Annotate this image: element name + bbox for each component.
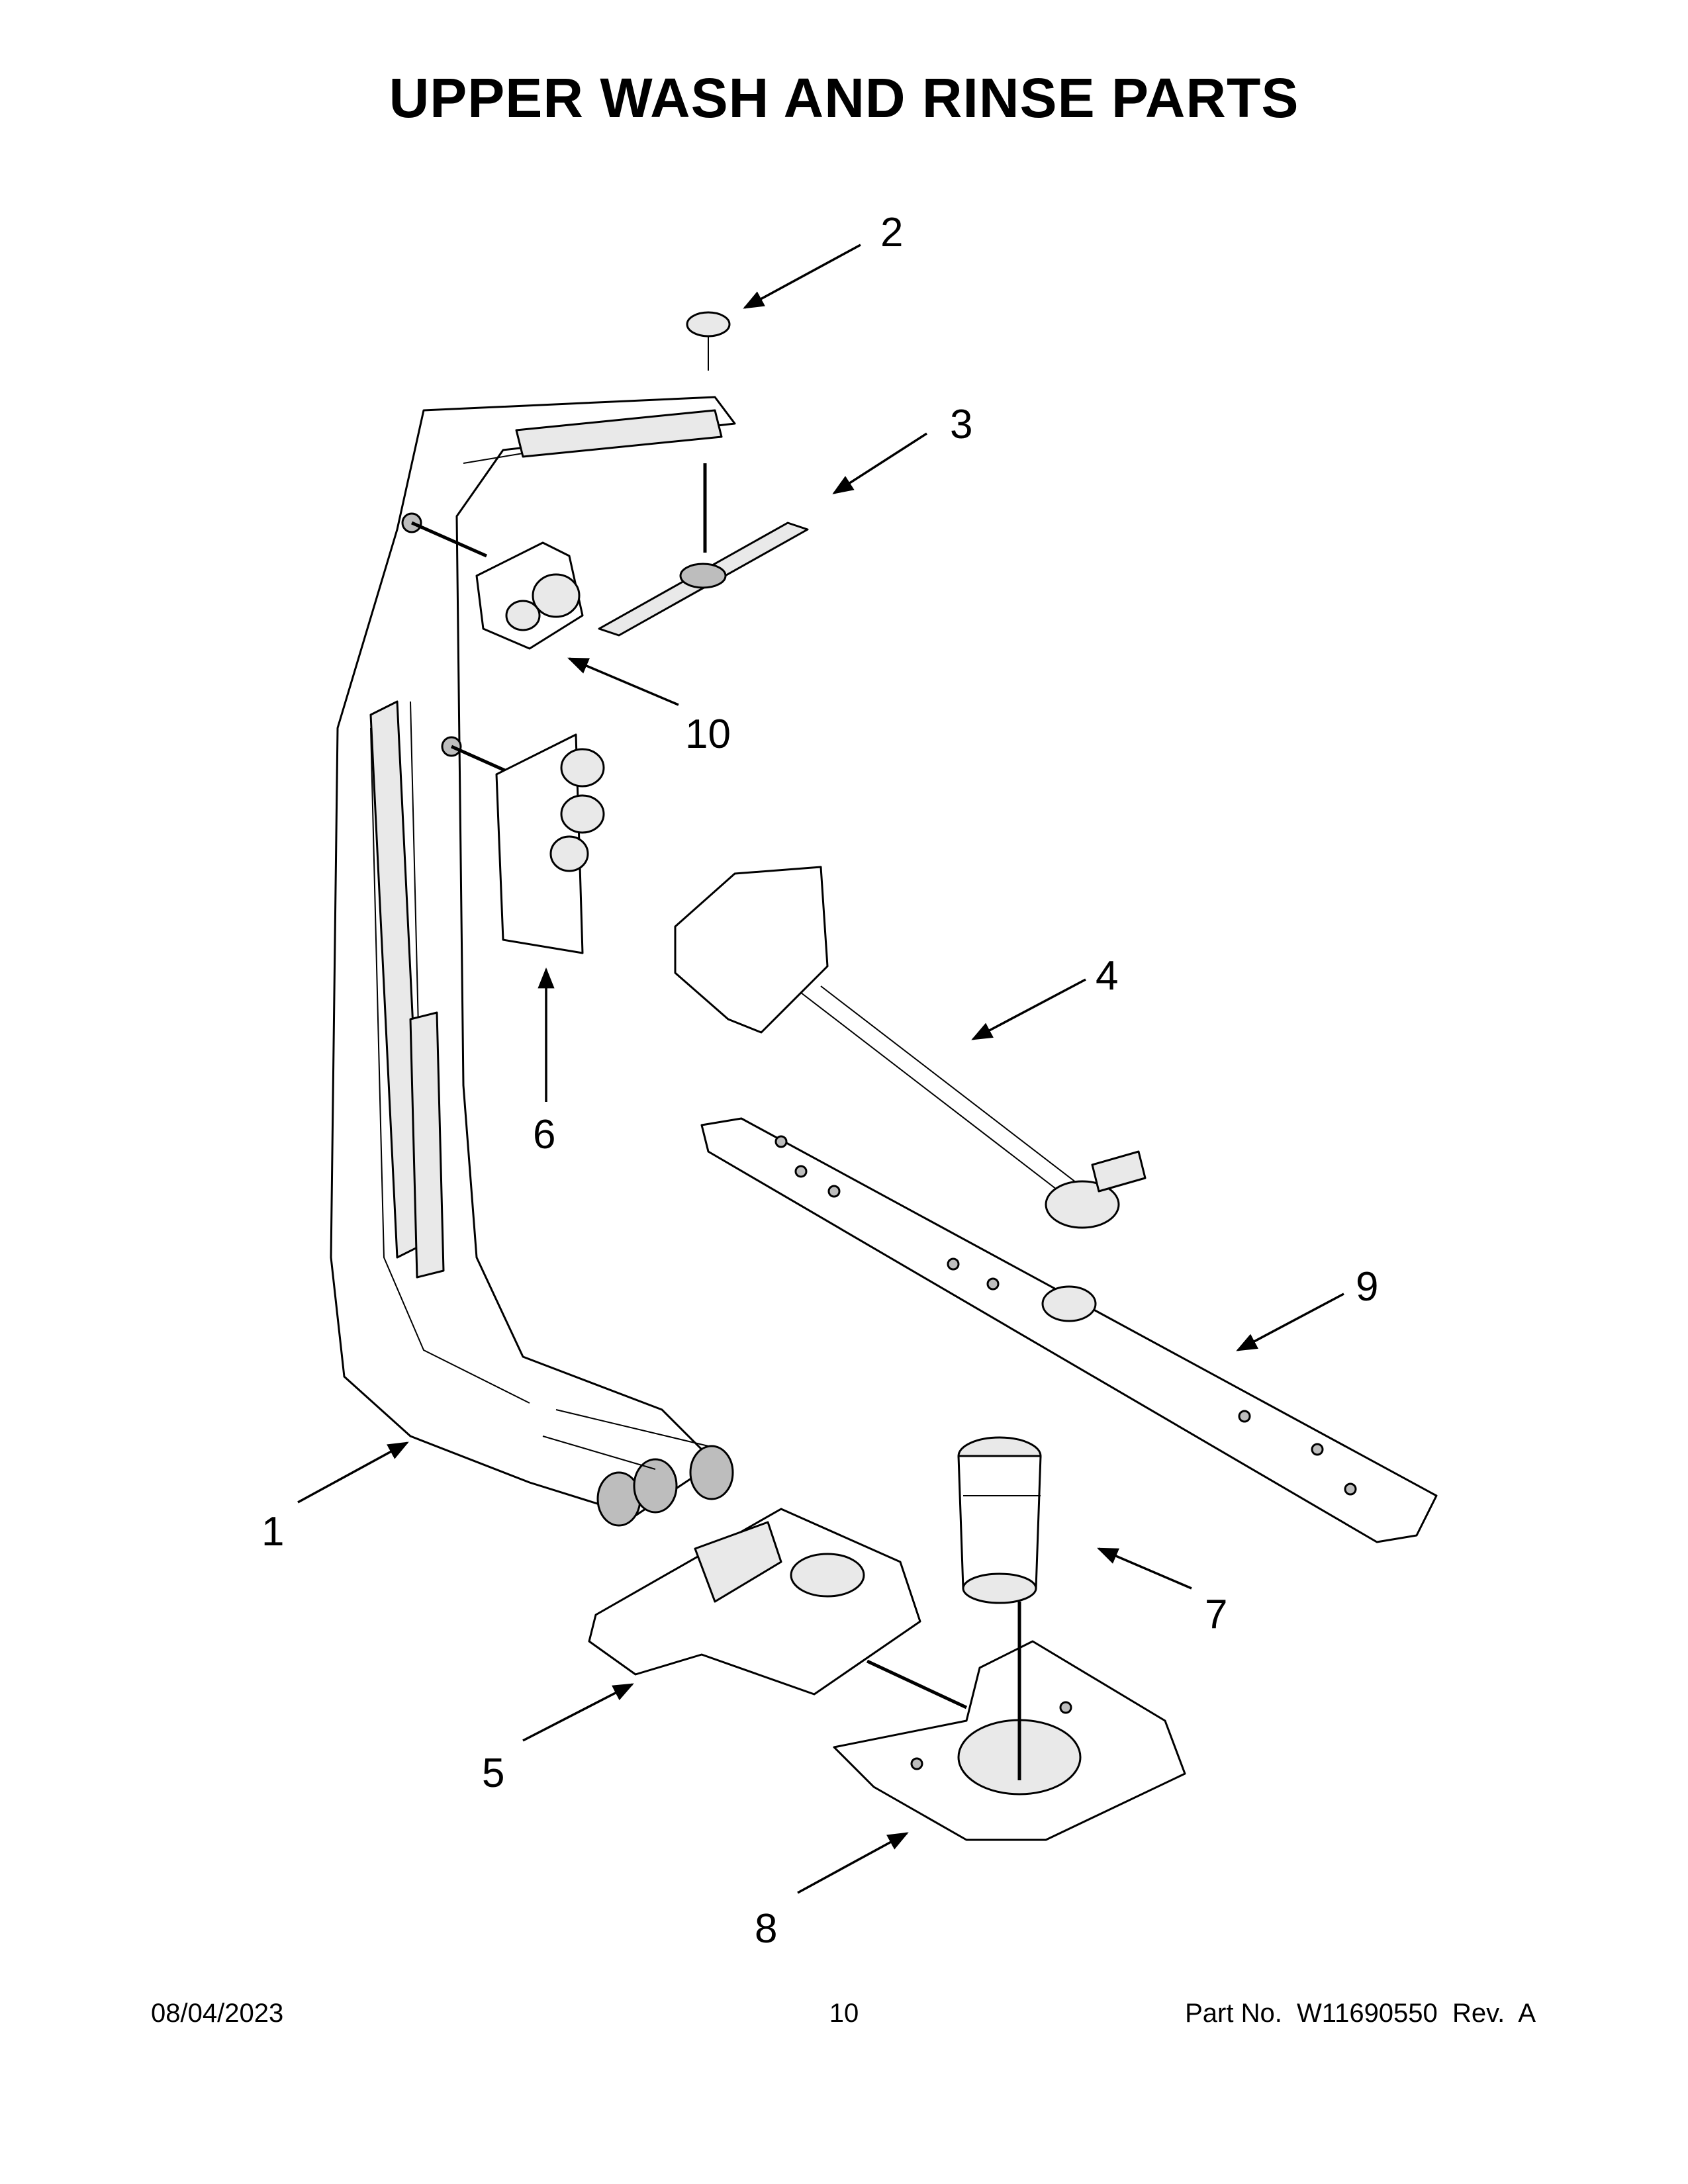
callout-3: 3 <box>950 402 972 447</box>
leader-8 <box>797 1832 909 1894</box>
part-9-lower-spray-arm <box>700 1117 1438 1543</box>
page-title: UPPER WASH AND RINSE PARTS <box>389 67 1299 129</box>
callout-4: 4 <box>1096 953 1118 999</box>
part-3-upper-spray-arm <box>598 463 809 637</box>
part-5-sump-assembly <box>588 1508 968 1709</box>
part-4-conduit <box>674 866 1147 1229</box>
leader-arrows <box>297 244 1344 1894</box>
part-7-filter <box>957 1436 1042 1604</box>
footer-page-number: 10 <box>829 1999 859 2028</box>
leader-2 <box>743 244 861 309</box>
part-1-nozzles <box>542 1409 734 1527</box>
leader-5 <box>522 1683 634 1742</box>
leader-10 <box>567 657 679 706</box>
part-6-valve-assembly <box>450 733 605 954</box>
leader-4 <box>971 978 1086 1040</box>
footer-date: 08/04/2023 <box>151 1999 284 2028</box>
leader-3 <box>832 432 927 494</box>
leader-1 <box>297 1441 409 1504</box>
part-8-filter-plate <box>833 1602 1186 1841</box>
part-10-diverter <box>410 521 584 650</box>
callout-2: 2 <box>880 210 903 255</box>
leader-9 <box>1236 1293 1344 1351</box>
callout-7: 7 <box>1205 1592 1227 1637</box>
callout-1: 1 <box>261 1509 284 1555</box>
callout-10: 10 <box>685 711 731 757</box>
callout-6: 6 <box>533 1112 555 1158</box>
part-1-vertical-conduit <box>330 396 736 1527</box>
callout-9: 9 <box>1356 1264 1378 1310</box>
footer-part-number: Part No. W11690550 Rev. A <box>1185 1999 1536 2028</box>
callout-5: 5 <box>482 1751 504 1796</box>
leader-7 <box>1097 1547 1192 1590</box>
callout-8: 8 <box>755 1906 777 1952</box>
part-2-cap <box>686 311 731 371</box>
